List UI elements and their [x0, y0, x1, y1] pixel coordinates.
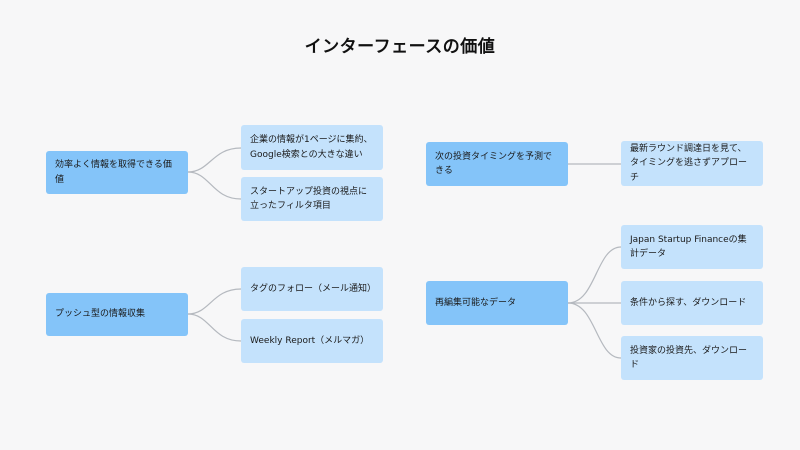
- root-node-label: 効率よく情報を取得できる価値: [55, 160, 172, 185]
- root-node-efficient-info[interactable]: 効率よく情報を取得できる価値: [46, 151, 188, 194]
- leaf-node-jsf-data[interactable]: Japan Startup Financeの集計データ: [621, 225, 763, 269]
- connector-3-2: [567, 302, 622, 359]
- root-node-push-info[interactable]: プッシュ型の情報収集: [46, 293, 188, 336]
- leaf-node-label: スタートアップ投資の視点に立ったフィルタ項目: [250, 186, 368, 211]
- root-node-predict-timing[interactable]: 次の投資タイミングを予測できる: [426, 142, 568, 186]
- leaf-node-latest-round[interactable]: 最新ラウンド調達日を見て、タイミングを逃さずアプローチ: [621, 141, 763, 186]
- page-title: インターフェースの価値: [304, 37, 496, 57]
- leaf-node-label: 投資家の投資先、ダウンロード: [630, 345, 748, 370]
- root-node-label: 再編集可能なデータ: [435, 297, 517, 308]
- root-node-label: 次の投資タイミングを予測できる: [435, 151, 553, 176]
- leaf-node-search-download[interactable]: 条件から探す、ダウンロード: [621, 281, 763, 325]
- connector-0-0: [187, 147, 242, 173]
- leaf-node-label: Japan Startup Financeの集計データ: [630, 234, 747, 259]
- connector-0-1: [187, 171, 242, 200]
- leaf-node-company-info[interactable]: 企業の情報が1ページに集約、Google検索との大きな違い: [241, 125, 383, 170]
- connector-1-1: [187, 313, 242, 342]
- leaf-node-weekly-report[interactable]: Weekly Report（メルマガ）: [241, 319, 383, 363]
- leaf-node-label: 企業の情報が1ページに集約、Google検索との大きな違い: [250, 135, 373, 160]
- leaf-node-label: Weekly Report（メルマガ）: [250, 335, 370, 346]
- leaf-node-tag-follow[interactable]: タグのフォロー（メール通知）: [241, 267, 383, 311]
- connector-3-0: [567, 246, 622, 304]
- root-node-reeditable-data[interactable]: 再編集可能なデータ: [426, 281, 568, 325]
- leaf-node-label: タグのフォロー（メール通知）: [250, 283, 377, 294]
- connector-1-0: [187, 288, 242, 315]
- leaf-node-investor-download[interactable]: 投資家の投資先、ダウンロード: [621, 336, 763, 380]
- leaf-node-label: 最新ラウンド調達日を見て、タイミングを逃さずアプローチ: [630, 143, 748, 183]
- leaf-node-label: 条件から探す、ダウンロード: [630, 297, 747, 308]
- leaf-node-filter-items[interactable]: スタートアップ投資の視点に立ったフィルタ項目: [241, 177, 383, 221]
- root-node-label: プッシュ型の情報収集: [55, 309, 146, 320]
